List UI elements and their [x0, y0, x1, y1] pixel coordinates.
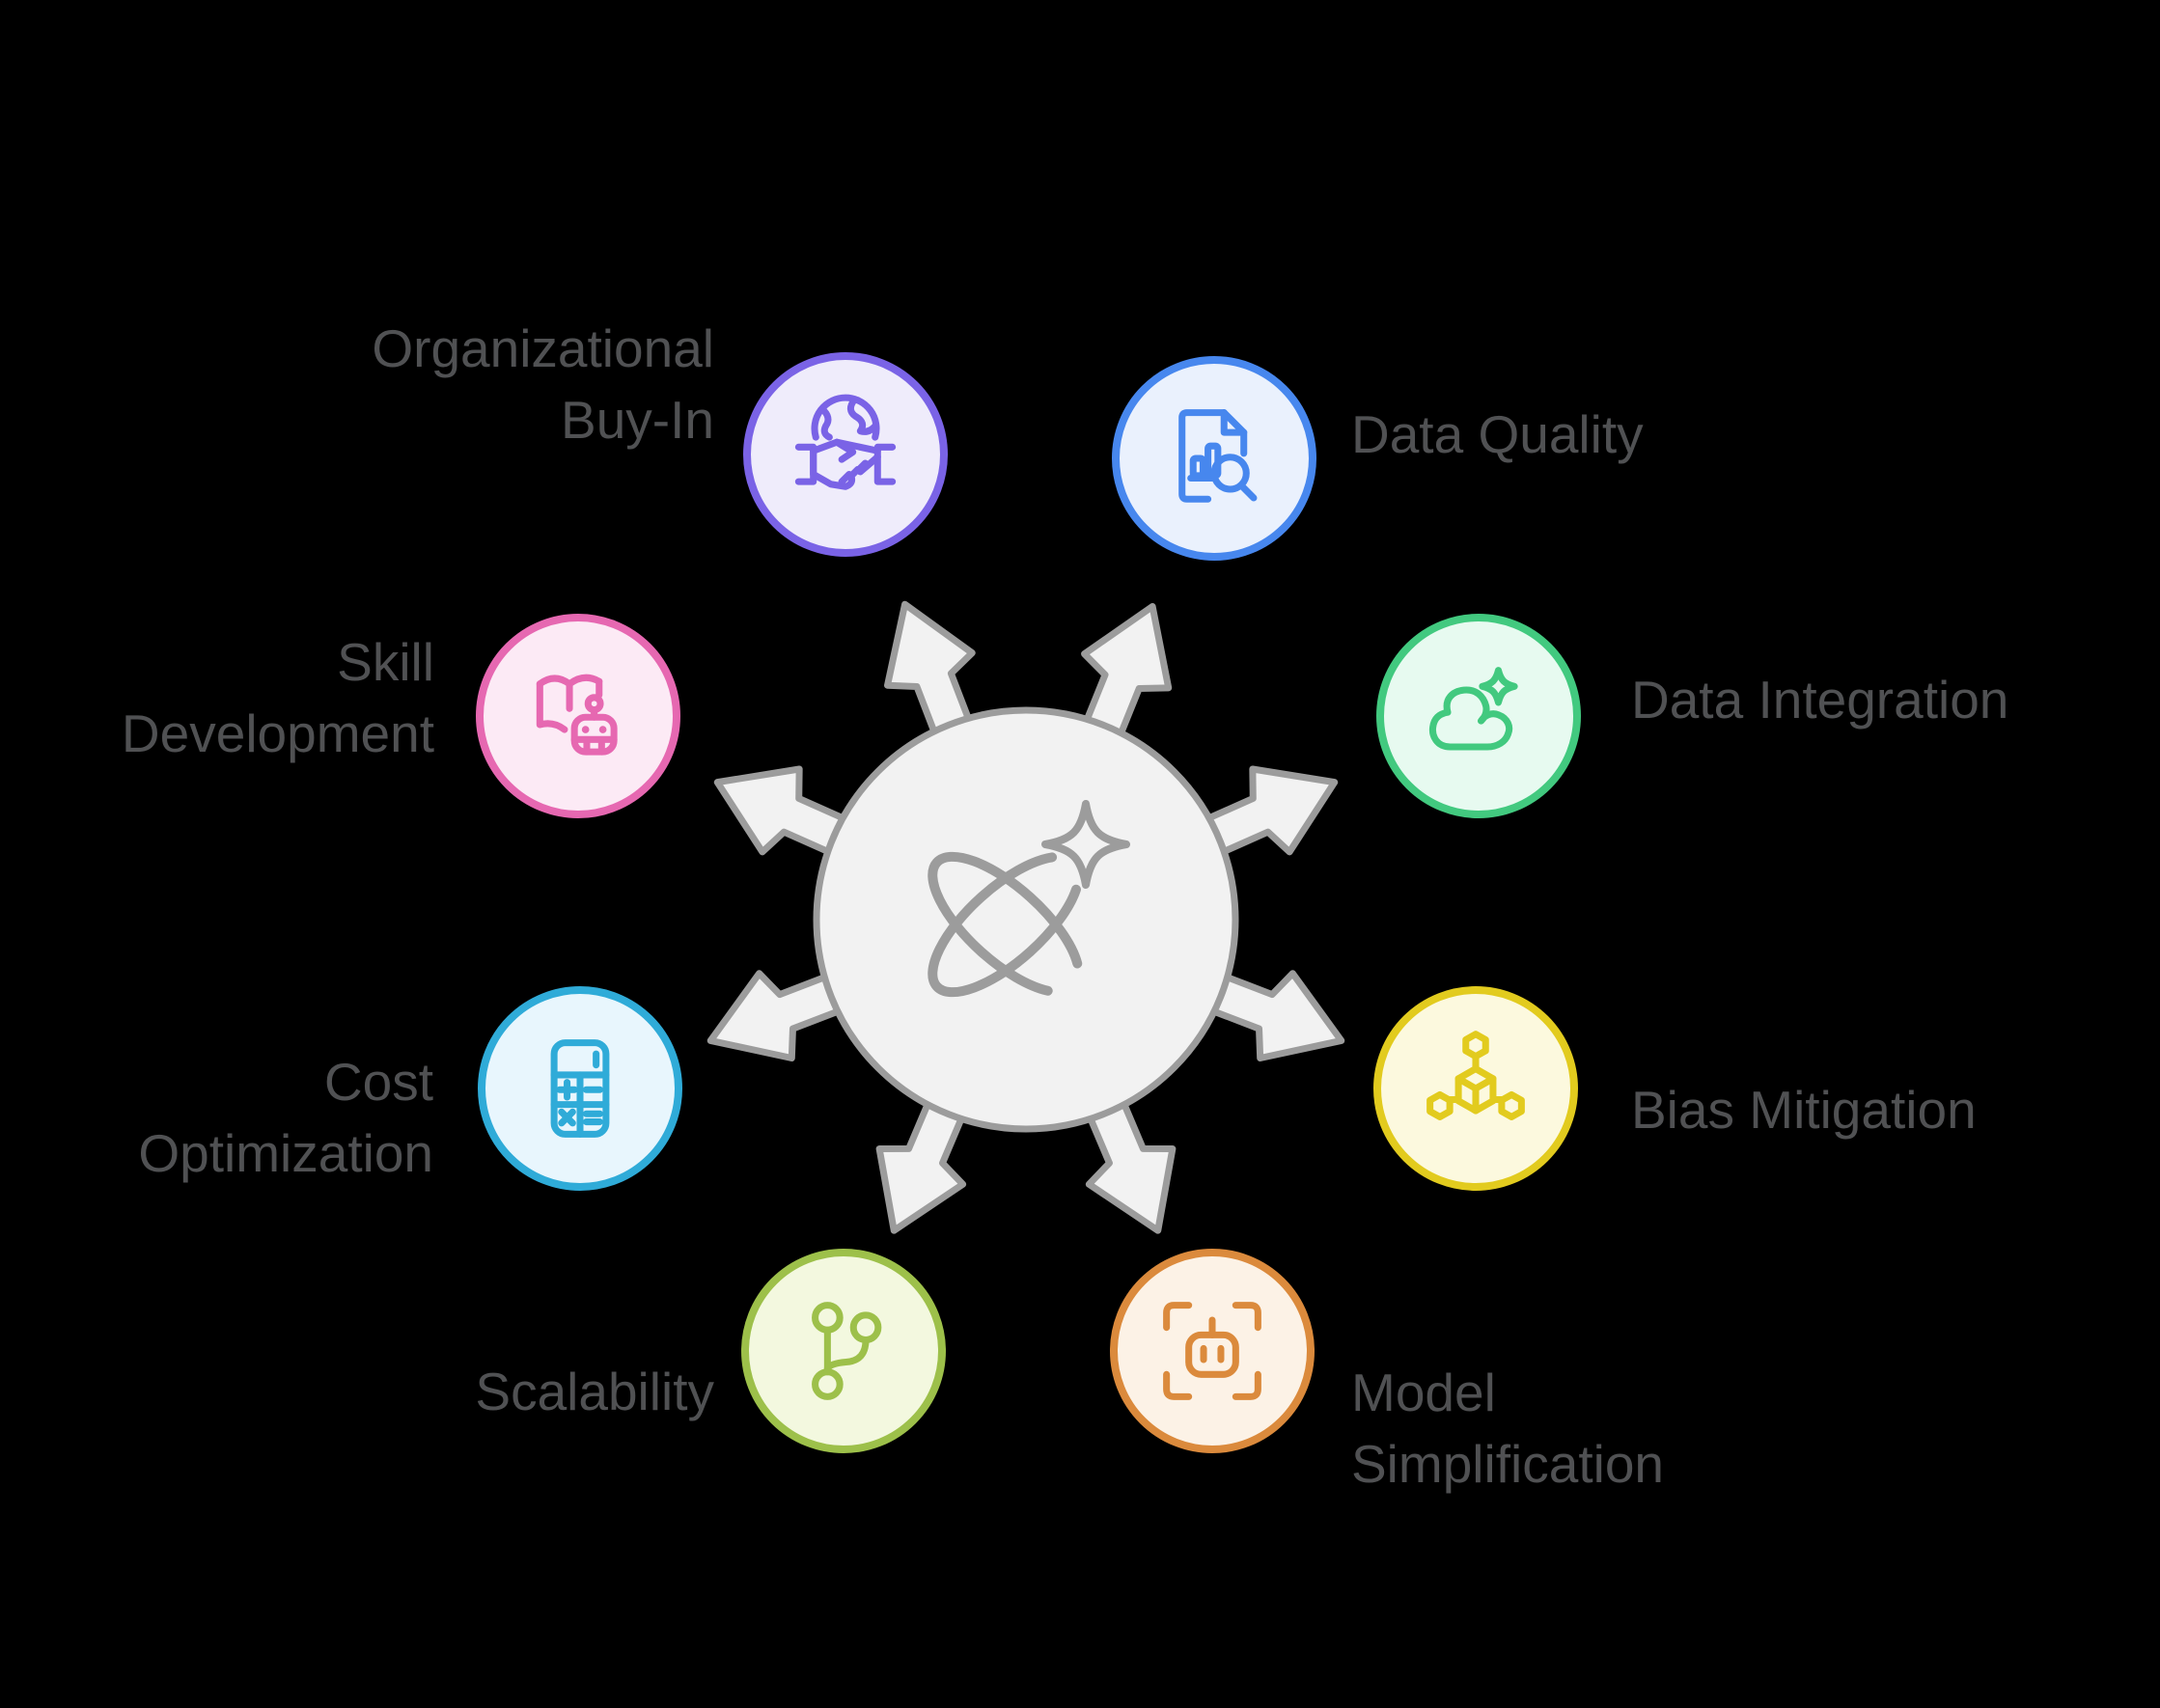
node-bias-mitigation [1373, 986, 1578, 1191]
node-organizational-buy-in [743, 352, 948, 557]
label-scalability: Scalability [475, 1362, 714, 1421]
node-scalability [741, 1249, 946, 1453]
label-cost-optimization: Cost Optimization [138, 1052, 433, 1183]
cloud-sparkle-icon [1428, 667, 1518, 751]
robot-scan-icon [1163, 1302, 1261, 1400]
label-data-integration: Data Integration [1631, 670, 2009, 730]
git-branch-icon [812, 1302, 882, 1400]
ai-orbit-sparkle-icon [928, 800, 1130, 998]
label-model-simplification: Model Simplification [1351, 1363, 1665, 1494]
cube-network-icon [1426, 1031, 1525, 1120]
node-data-integration [1376, 614, 1581, 818]
label-organizational-buy-in: Organizational Buy-In [372, 318, 714, 450]
node-data-quality [1112, 356, 1316, 561]
label-skill-development: Skill Development [121, 632, 434, 763]
hub-circle [813, 706, 1239, 1133]
label-data-quality: Data Quality [1351, 404, 1644, 464]
node-skill-development [476, 614, 680, 818]
document-chart-magnifier-icon [1178, 409, 1258, 503]
label-bias-mitigation: Bias Mitigation [1631, 1080, 1977, 1140]
node-cost-optimization [478, 986, 682, 1191]
calculator-icon [550, 1039, 610, 1138]
node-model-simplification [1110, 1249, 1315, 1453]
center-hub [706, 600, 1345, 1234]
handshake-globe-icon [794, 394, 897, 490]
book-robot-icon [536, 674, 618, 756]
